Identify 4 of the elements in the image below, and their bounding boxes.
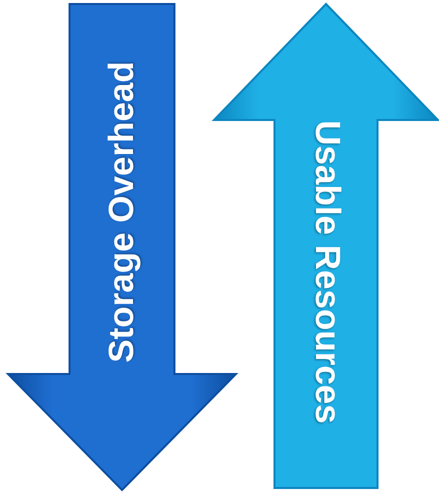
up-block-arrow	[214, 4, 438, 488]
arrow-label: Storage Overhead	[102, 60, 142, 365]
arrow-label: Usable Resources	[307, 119, 347, 426]
down-block-arrow	[8, 4, 236, 490]
